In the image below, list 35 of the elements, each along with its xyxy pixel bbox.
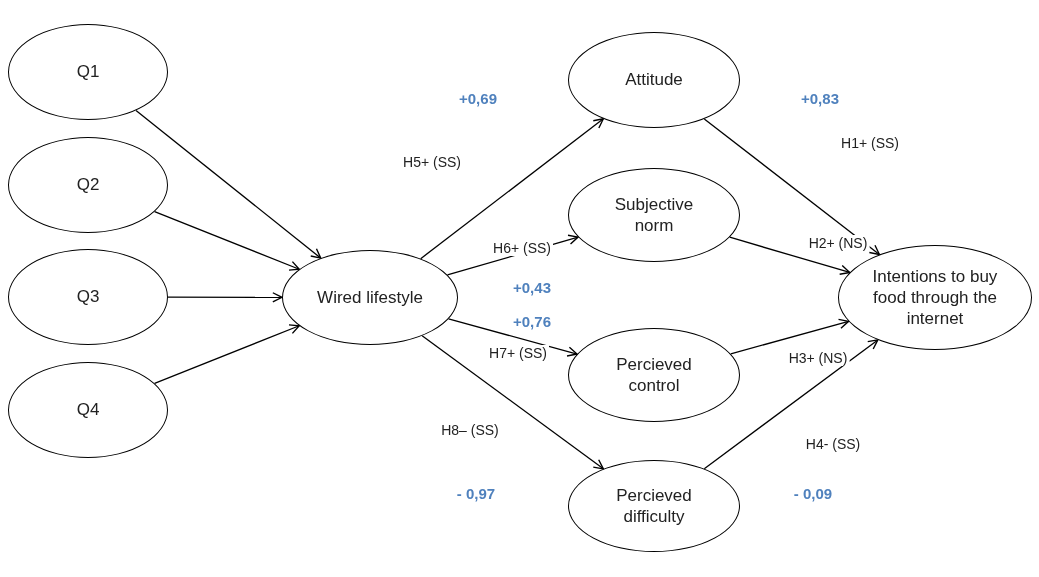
coefficient-label: +0,69 (459, 89, 497, 107)
coefficient-label: - 0,09 (793, 484, 833, 502)
arrow (167, 292, 283, 303)
arrow (420, 118, 605, 260)
arrow (447, 318, 578, 357)
arrow (153, 324, 300, 385)
edge-label: H3+ (NS) (786, 350, 850, 366)
node-label: Attitude (625, 69, 683, 91)
node-label: Subjective norm (613, 193, 695, 237)
edge-label: H4- (SS) (803, 436, 863, 452)
edge-label: H6+ (SS) (491, 240, 553, 256)
arrow (729, 236, 851, 275)
arrow (135, 109, 322, 259)
edge-label: H8– (SS) (439, 422, 501, 438)
node-label: Q4 (76, 399, 100, 421)
arrow (730, 318, 850, 355)
edge-label: H5+ (SS) (401, 154, 463, 170)
node-label: Q3 (76, 286, 100, 308)
coefficient-label: +0,43 (513, 278, 551, 296)
coefficient-label: - 0,97 (456, 484, 496, 502)
node-label: Intentions to buy food through the internet (871, 265, 999, 330)
node-label: Percieved control (615, 353, 693, 397)
edge-label: H7+ (SS) (487, 345, 549, 361)
node-label: Q1 (76, 61, 100, 83)
node-label: Percieved difficulty (615, 484, 693, 528)
coefficient-label: +0,83 (801, 89, 839, 107)
edge-label: H1+ (SS) (839, 135, 901, 151)
arrow (703, 118, 881, 256)
arrow (703, 339, 879, 470)
node-label: Q2 (76, 174, 100, 196)
arrow (421, 335, 605, 470)
edge-label: H2+ (NS) (806, 235, 870, 251)
node-label: Wired lifestyle (317, 286, 423, 309)
coefficient-label: +0,76 (513, 312, 551, 330)
arrow (153, 210, 300, 271)
